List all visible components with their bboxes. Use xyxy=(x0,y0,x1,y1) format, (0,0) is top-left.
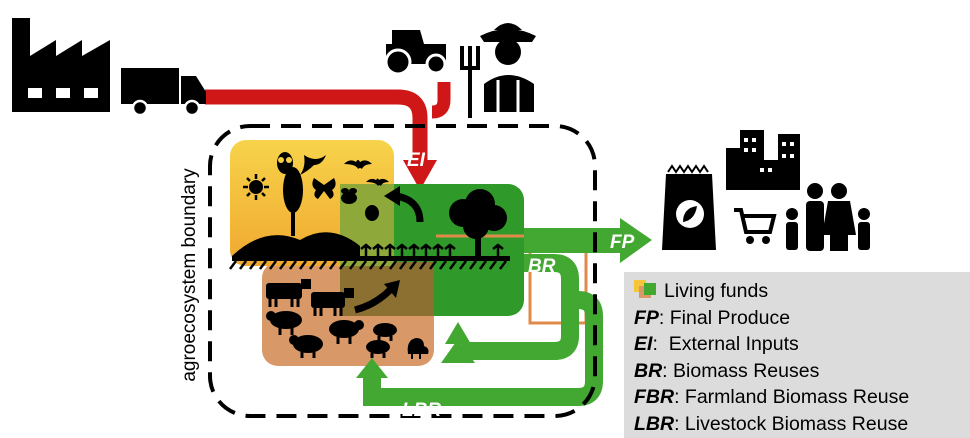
legend-abbr: EI xyxy=(634,333,653,355)
legend-text: : External Inputs xyxy=(652,333,799,355)
sheep-icon xyxy=(329,320,364,344)
truck-icon xyxy=(121,68,206,117)
crop-row xyxy=(360,243,504,256)
legend-living-funds: Living funds xyxy=(634,278,970,305)
family-icon xyxy=(786,183,870,251)
sheep-icon xyxy=(266,311,302,335)
chicken-icon xyxy=(407,338,429,359)
curved-arrow xyxy=(354,280,400,314)
butterfly-icon xyxy=(312,178,336,199)
label-fbr: FBR xyxy=(495,360,534,381)
produce-bag-icon xyxy=(662,164,716,250)
agroecosystem-boundary xyxy=(208,124,597,418)
legend-text: : Biomass Reuses xyxy=(662,359,820,382)
owl-icon xyxy=(277,152,293,174)
curved-arrow xyxy=(384,186,424,223)
external-inputs-arrow xyxy=(205,82,451,190)
label-br: BR xyxy=(528,256,556,277)
bee-icon xyxy=(341,188,357,204)
agroecosystem-boundary-label: agroecosystem boundary xyxy=(179,168,200,382)
label-lbr: LBR xyxy=(402,400,441,421)
legend-text: : Farmland Biomass Reuse xyxy=(674,386,910,408)
cow-icon xyxy=(266,279,311,307)
small-plants xyxy=(310,238,341,256)
legend-abbr: BR xyxy=(634,359,663,382)
farmer-icon xyxy=(480,23,536,112)
legend-abbr: FP xyxy=(634,306,659,329)
shopping-cart-icon xyxy=(734,208,777,244)
legend-item: LBR: Livestock Biomass Reuse xyxy=(634,411,970,438)
legend-abbr: LBR xyxy=(634,412,675,435)
bird-icon xyxy=(300,155,326,175)
tree-icon xyxy=(283,167,303,236)
final-produce-arrow xyxy=(524,218,652,263)
factory-icon xyxy=(12,18,110,112)
sun-icon xyxy=(243,174,269,200)
tractor-icon xyxy=(384,30,447,76)
biomass-reuse-loops xyxy=(356,254,603,406)
legend-abbr: FBR xyxy=(634,386,675,408)
city-buildings-icon xyxy=(726,130,800,190)
living-funds-icon xyxy=(634,279,656,300)
sheep-icon xyxy=(289,335,323,358)
ladybug-icon xyxy=(365,205,379,221)
label-ei: EI xyxy=(407,150,426,171)
bat-icon xyxy=(344,160,389,186)
pitchfork-icon xyxy=(460,46,480,118)
tree-icon xyxy=(449,189,507,256)
label-fp: FP xyxy=(610,232,635,253)
legend: Living funds FP: Final Produce EI: Exter… xyxy=(624,272,970,438)
pig-icon xyxy=(366,340,390,358)
legend-living-funds-label: Living funds xyxy=(664,280,769,302)
legend-item: FP: Final Produce xyxy=(634,305,970,332)
cow-icon xyxy=(311,288,354,316)
legend-text: : Final Produce xyxy=(658,306,791,329)
legend-item: FBR: Farmland Biomass Reuse xyxy=(634,384,970,411)
legend-item: BR: Biomass Reuses xyxy=(634,358,970,385)
ground-line xyxy=(229,232,510,270)
legend-item: EI: External Inputs xyxy=(634,331,970,358)
legend-text: : Livestock Biomass Reuse xyxy=(674,412,909,435)
